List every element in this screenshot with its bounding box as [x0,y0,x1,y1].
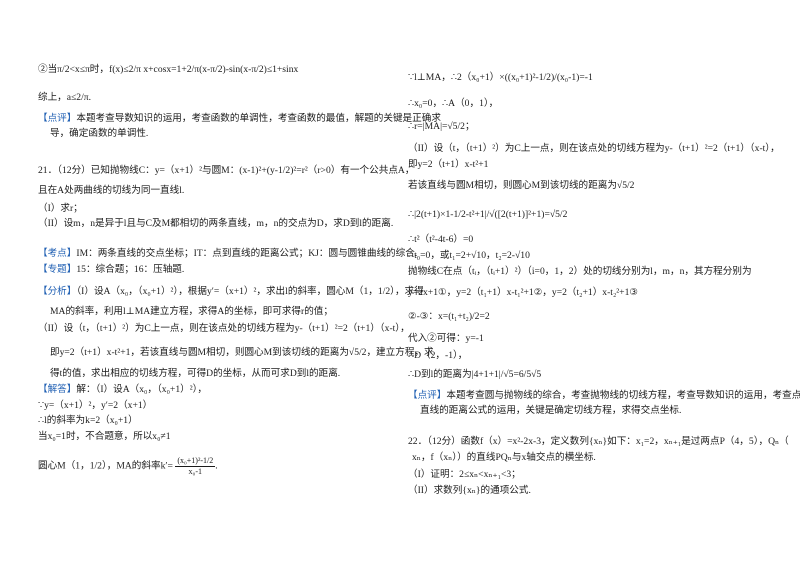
distance-equation: ∴|2(t+1)×1-1/2-t²+1|/√([2(t+1)]²+1)=√5/2 [408,209,568,220]
point-a-result: ∴x₀=0，∴A（0，1）， [408,98,499,109]
tangent-line-simplified: 即y=2（t+1）x-t²+1 [408,159,489,170]
analysis-line-5: 得t的值，求出相应的切线方程，可得D的坐标，从而可求D到l的距离. [50,368,341,379]
review-21-text-1: 本题考查圆与抛物线的综合，考查抛物线的切线方程，考查导数知识的运用，考查点到 [446,390,800,401]
solution-line: 【解答】解：（I）设A（x₀，（x₀+1）²）， [38,384,207,396]
conclusion-line: 综上，a≤2/π. [38,92,92,103]
slope-end: . [215,460,218,472]
review-21-line-1: 【点评】本题考查圆与抛物线的综合，考查抛物线的切线方程，考查导数知识的运用，考查… [408,390,800,402]
solution-tag: 【解答】 [38,384,77,395]
analysis-line-2: MA的斜率，利用l⊥MA建立方程，求得A的坐标，即可求得r的值； [50,306,333,317]
solution-step-4: 圆心M（1，1/2），MA的斜率k′= (x₀+1)²-1/2 x₀-1 . [38,456,218,477]
case-two-inequality: ②当π/2<x≤π时，f(x)≤2/π x+cosx=1+2/π(x-π/2)-… [38,64,299,75]
question-21-part-2: （II）设m，n是异于l且与C及M都相切的两条直线，m，n的交点为D，求D到l的… [38,218,394,229]
analysis-tag: 【分析】 [38,286,77,297]
analysis-line-4: 即y=2（t+1）x-t²+1，若该直线与圆M相切，则圆心M到该切线的距离为√5… [50,347,434,358]
tangent-equations: y=2x+1①，y=2（t₁+1）x-t₁²+1②，y=2（t₂+1）x-t₂²… [408,287,638,298]
perpendicular-equation: ∵l⊥MA，∴2（x₀+1）×((x₀+1)²-1/2)/(x₀-1)=-1 [408,72,593,83]
review-21-line-2: 直线的距离公式的运用，关键是确定切线方程，求得交点坐标. [420,405,682,416]
tangent-line-setup: （II）设（t，（t+1）²）为C上一点，则在该点处的切线方程为y-（t+1）²… [408,143,780,154]
question-22-part-1: （I）证明：2≤xₙ<xₙ₊₁<3； [408,469,521,480]
question-21-line-1: 21．（12分）已知抛物线C：y=（x+1）²与圆M：(x-1)²+(y-1/2… [38,165,415,176]
review-21-tag: 【点评】 [408,390,447,401]
radius-result: ∴r=|MA|=√5/2； [408,121,475,132]
slope-numerator: (x₀+1)²-1/2 [175,456,216,467]
review-tag: 【点评】 [38,113,77,124]
t-solutions: ∴t₀=0，或t₁=2+√10，t₂=2-√10 [408,250,530,261]
question-22-line-1: 22．（12分）函数f（x）=x²-2x-3，定义数列{xₙ}如下：x₁=2，x… [408,436,789,447]
knowledge-point-line: 【考点】IM：两条直线的交点坐标；IT：点到直线的距离公式；KJ：圆与圆锥曲线的… [38,248,417,260]
slope-fraction: (x₀+1)²-1/2 x₀-1 [175,456,216,477]
intersection-y: 代入②可得：y=-1 [408,333,484,344]
review-paragraph-line-2: 导，确定函数的单调性. [50,128,149,139]
slope-prefix: 圆心M（1，1/2），MA的斜率k′= [38,460,173,472]
analysis-line-1: 【分析】（I）设A（x₀，（x₀+1）²），根据y′=（x+1）²，求出l的斜率… [38,286,424,298]
tangency-condition: 若该直线与圆M相切，则圆心M到该切线的距离为√5/2 [408,180,635,191]
solution-step-2: ∴l的斜率为k=2（x₀+1） [38,415,138,426]
slope-denominator: x₀-1 [188,467,202,476]
solution-step-3: 当x₀=1时，不合题意，所以x₀≠1 [38,431,171,442]
tangent-lines-intro: 抛物线C在点（tᵢ，（tᵢ+1）²）（i=0，1，2）处的切线分别为l，m，n，… [408,266,752,277]
question-21-line-2: 且在A处两曲线的切线为同一直线l. [38,185,185,196]
knowledge-point-text: IM：两条直线的交点坐标；IT：点到直线的距离公式；KJ：圆与圆锥曲线的综合. [76,248,418,259]
solution-step-1: ∵y=（x+1）²，y′=2（x+1） [38,400,153,411]
question-22-part-2: （II）求数列{xₙ}的通项公式. [408,485,531,496]
review-paragraph-line-1: 【点评】本题考查导数知识的运用，考查函数的单调性，考查函数的最值，解题的关键是正… [38,113,441,125]
distance-result: ∴D到l的距离为|4+1+1|/√5=6/5√5 [408,369,542,380]
solution-text: 解：（I）设A（x₀，（x₀+1）²）， [76,384,207,395]
intersection-x: ②-③：x=(t₁+t₂)/2=2 [408,311,490,322]
knowledge-point-tag: 【考点】 [38,248,77,259]
analysis-text-1: （I）设A（x₀，（x₀+1）²），根据y′=（x+1）²，求出l的斜率，圆心M… [76,286,424,297]
point-d: ∴D（2，-1）， [408,350,468,361]
question-21-part-1: （I）求r； [38,203,83,214]
analysis-line-3: （II）设（t，（t+1）²）为C上一点，则在该点处的切线方程为y-（t+1）²… [38,323,410,334]
topic-tag: 【专题】 [38,264,77,275]
question-22-line-2: xₙ，f（xₙ））的直线PQₙ与x轴交点的横坐标. [412,452,596,463]
topic-text: 15：综合题；16：压轴题. [76,264,185,275]
quartic-factor: ∴t²（t²-4t-6）=0 [408,234,474,245]
topic-line: 【专题】15：综合题；16：压轴题. [38,264,184,276]
review-text-1: 本题考查导数知识的运用，考查函数的单调性，考查函数的最值，解题的关键是正确求 [76,113,441,124]
